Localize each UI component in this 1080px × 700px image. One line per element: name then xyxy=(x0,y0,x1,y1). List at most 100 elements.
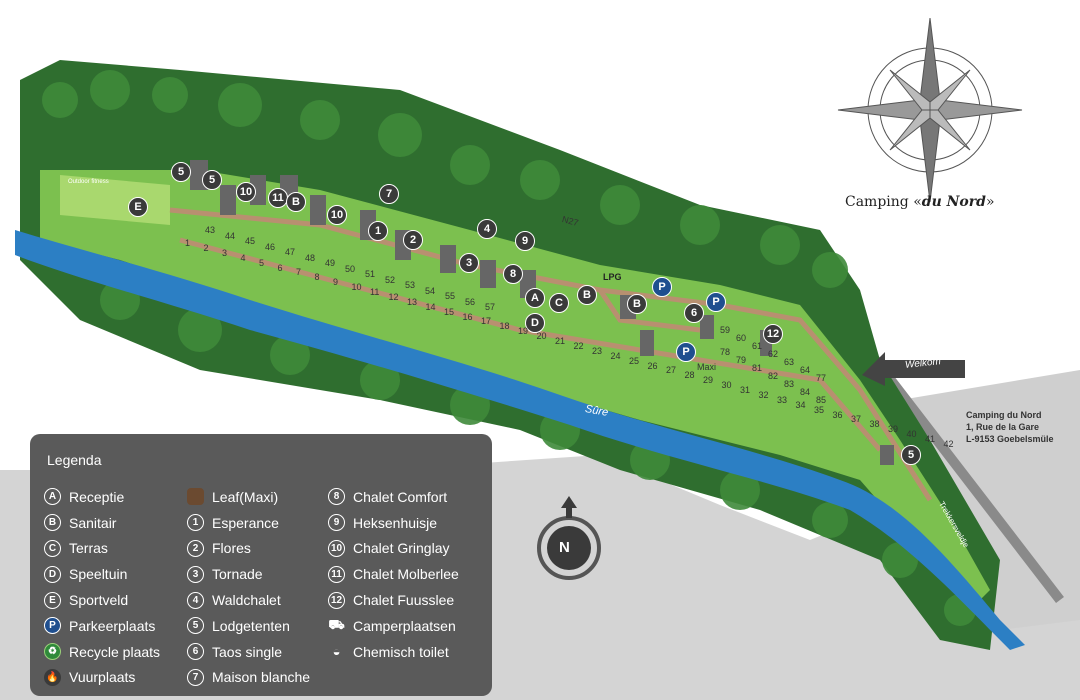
map-marker[interactable]: 9 xyxy=(515,231,535,251)
plot-number: 26 xyxy=(647,360,658,371)
legend-label: Terras xyxy=(69,540,108,557)
plot-number: 15 xyxy=(444,306,455,317)
plot-number: 33 xyxy=(777,394,788,405)
map-marker[interactable]: 5 xyxy=(202,170,222,190)
plot-number: 63 xyxy=(784,357,795,367)
map-marker[interactable]: 5 xyxy=(171,162,191,182)
plot-number: 10 xyxy=(351,282,362,293)
legend-symbol-icon: 9 xyxy=(328,514,345,532)
legend-label: Sportveld xyxy=(69,592,129,609)
plot-number: 44 xyxy=(225,230,236,241)
plot-number: 8 xyxy=(314,272,320,283)
map-marker[interactable]: B xyxy=(577,285,597,305)
map-marker[interactable]: 12 xyxy=(763,324,783,344)
plot-number: 45 xyxy=(245,236,256,246)
map-marker[interactable]: 2 xyxy=(403,230,423,250)
plot-number: 55 xyxy=(445,291,456,301)
address-line-3: L-9153 Goebelsmüle xyxy=(966,434,1054,444)
river-sure xyxy=(15,230,1025,650)
plot-number: 31 xyxy=(740,385,751,395)
legend-item: 🔥Vuurplaats xyxy=(44,665,160,691)
plot-number: 54 xyxy=(425,285,436,296)
parking-marker[interactable]: P xyxy=(652,277,672,297)
map-marker[interactable]: A xyxy=(525,288,545,308)
legend-label: Maison blanche xyxy=(212,669,311,686)
plot-number: 6 xyxy=(277,262,283,273)
legend-label: Leaf(Maxi) xyxy=(212,488,279,505)
plot-number: 50 xyxy=(345,263,356,274)
plot-number: 60 xyxy=(736,333,747,343)
legend-label: Receptie xyxy=(69,488,125,505)
legend-label: Vuurplaats xyxy=(69,669,136,686)
legend-item: ♻Recycle plaats xyxy=(44,639,160,665)
plot-number: 25 xyxy=(629,355,640,366)
parking-marker[interactable]: P xyxy=(676,342,696,362)
map-marker[interactable]: 10 xyxy=(236,182,256,202)
plot-number: 12 xyxy=(388,291,399,302)
plot-number: 48 xyxy=(305,252,316,263)
legend-label: Heksenhuisje xyxy=(353,514,438,531)
tree-canopy xyxy=(42,70,976,626)
legend-symbol-icon: 4 xyxy=(187,591,204,609)
legend-label: Chemisch toilet xyxy=(353,643,449,660)
map-marker[interactable]: 1 xyxy=(368,221,388,241)
map-marker[interactable]: 11 xyxy=(268,188,288,208)
legend-item: 9 Heksenhuisje xyxy=(328,510,459,536)
map-marker[interactable]: 7 xyxy=(379,184,399,204)
legend-symbol-icon: ◒ xyxy=(332,644,341,660)
map-marker[interactable]: 3 xyxy=(459,253,479,273)
plot-number: 11 xyxy=(370,287,380,297)
plot-number: 28 xyxy=(684,370,695,381)
map-marker[interactable]: 5 xyxy=(901,445,921,465)
welcome-arrow xyxy=(862,352,965,386)
map-marker[interactable]: 10 xyxy=(327,205,347,225)
address-line-1: Camping du Nord xyxy=(966,410,1042,420)
plot-number: 14 xyxy=(425,301,436,312)
plot-number: 37 xyxy=(851,414,862,425)
legend-label: Tornade xyxy=(212,566,263,583)
map-marker[interactable]: B xyxy=(286,192,306,212)
plot-number: 61 xyxy=(752,341,763,351)
map-marker[interactable]: B xyxy=(627,294,647,314)
legend-label: Chalet Fuusslee xyxy=(353,592,455,609)
map-marker[interactable]: D xyxy=(525,313,545,333)
plot-number: 84 xyxy=(800,387,811,397)
plot-number: 35 xyxy=(814,404,825,415)
map-marker[interactable]: 6 xyxy=(684,303,704,323)
map-marker[interactable]: C xyxy=(549,293,569,313)
legend-symbol-icon: 5 xyxy=(187,617,204,635)
parking-marker[interactable]: P xyxy=(706,292,726,312)
lpg-label: LPG xyxy=(603,272,622,282)
plot-number: 78 xyxy=(720,347,731,357)
plot-number: 77 xyxy=(816,373,827,383)
legend-symbol-icon: 8 xyxy=(328,488,345,506)
plot-number: 85 xyxy=(816,395,827,405)
map-marker[interactable]: 4 xyxy=(477,219,497,239)
legend-label: Parkeerplaats xyxy=(69,617,156,634)
legend-symbol-icon: 1 xyxy=(187,514,204,532)
map-marker[interactable]: E xyxy=(128,197,148,217)
legend-label: Waldchalet xyxy=(212,592,281,609)
maxi-label: Maxi xyxy=(697,362,717,372)
legend-item: 4 Waldchalet xyxy=(187,587,310,613)
plot-number: 56 xyxy=(465,296,476,307)
plot-number: 53 xyxy=(405,280,416,290)
north-compass xyxy=(537,496,601,580)
legend-symbol-icon: ♻ xyxy=(44,643,61,661)
legend-label: Esperance xyxy=(212,514,279,531)
legend-symbol-icon: C xyxy=(44,539,61,557)
map-marker[interactable]: 8 xyxy=(503,264,523,284)
plot-number: 20 xyxy=(536,331,547,342)
plot-number: 1 xyxy=(185,238,191,248)
